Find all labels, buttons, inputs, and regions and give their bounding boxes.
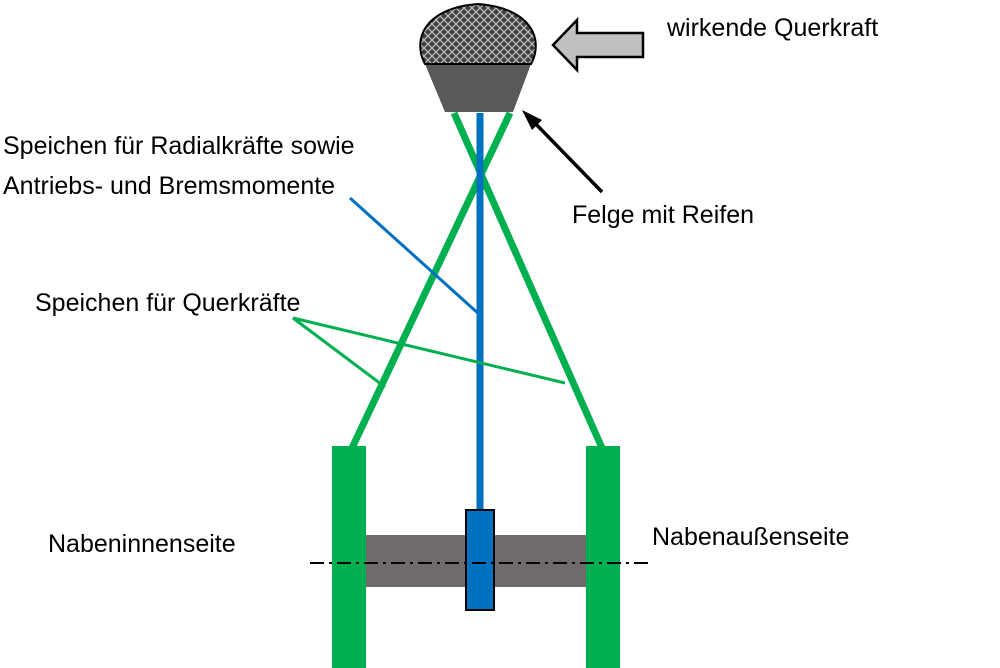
tire [419, 2, 537, 65]
lateral-spoke-inner [348, 111, 514, 450]
rim-pointer-arrowhead [522, 110, 542, 130]
lateral-spoke-outer [450, 111, 606, 450]
hub-center [465, 509, 495, 611]
radial-pointer-line [348, 196, 482, 317]
rim [425, 64, 531, 112]
lateral-force-arrow [551, 16, 645, 74]
hub-flange-outer [586, 446, 620, 668]
lateral-force-label: wirkende Querkraft [666, 14, 878, 42]
radial-spokes-label-line2: Antriebs- und Bremsmomente [3, 172, 335, 200]
radial-spokes-label-line1: Speichen für Radialkräfte sowie [3, 132, 355, 160]
hub-inner-side-label: Nabeninnenseite [48, 530, 236, 558]
rim-pointer-line [528, 116, 604, 194]
lateral-pointer-line-2 [292, 316, 566, 385]
hub-flange-inner [332, 446, 366, 668]
rim-with-tire-label: Felge mit Reifen [572, 201, 754, 229]
hub-outer-side-label: Nabenaußenseite [652, 523, 849, 551]
lateral-spokes-label: Speichen für Querkräfte [35, 289, 300, 317]
lateral-pointer-line-1 [292, 316, 386, 389]
